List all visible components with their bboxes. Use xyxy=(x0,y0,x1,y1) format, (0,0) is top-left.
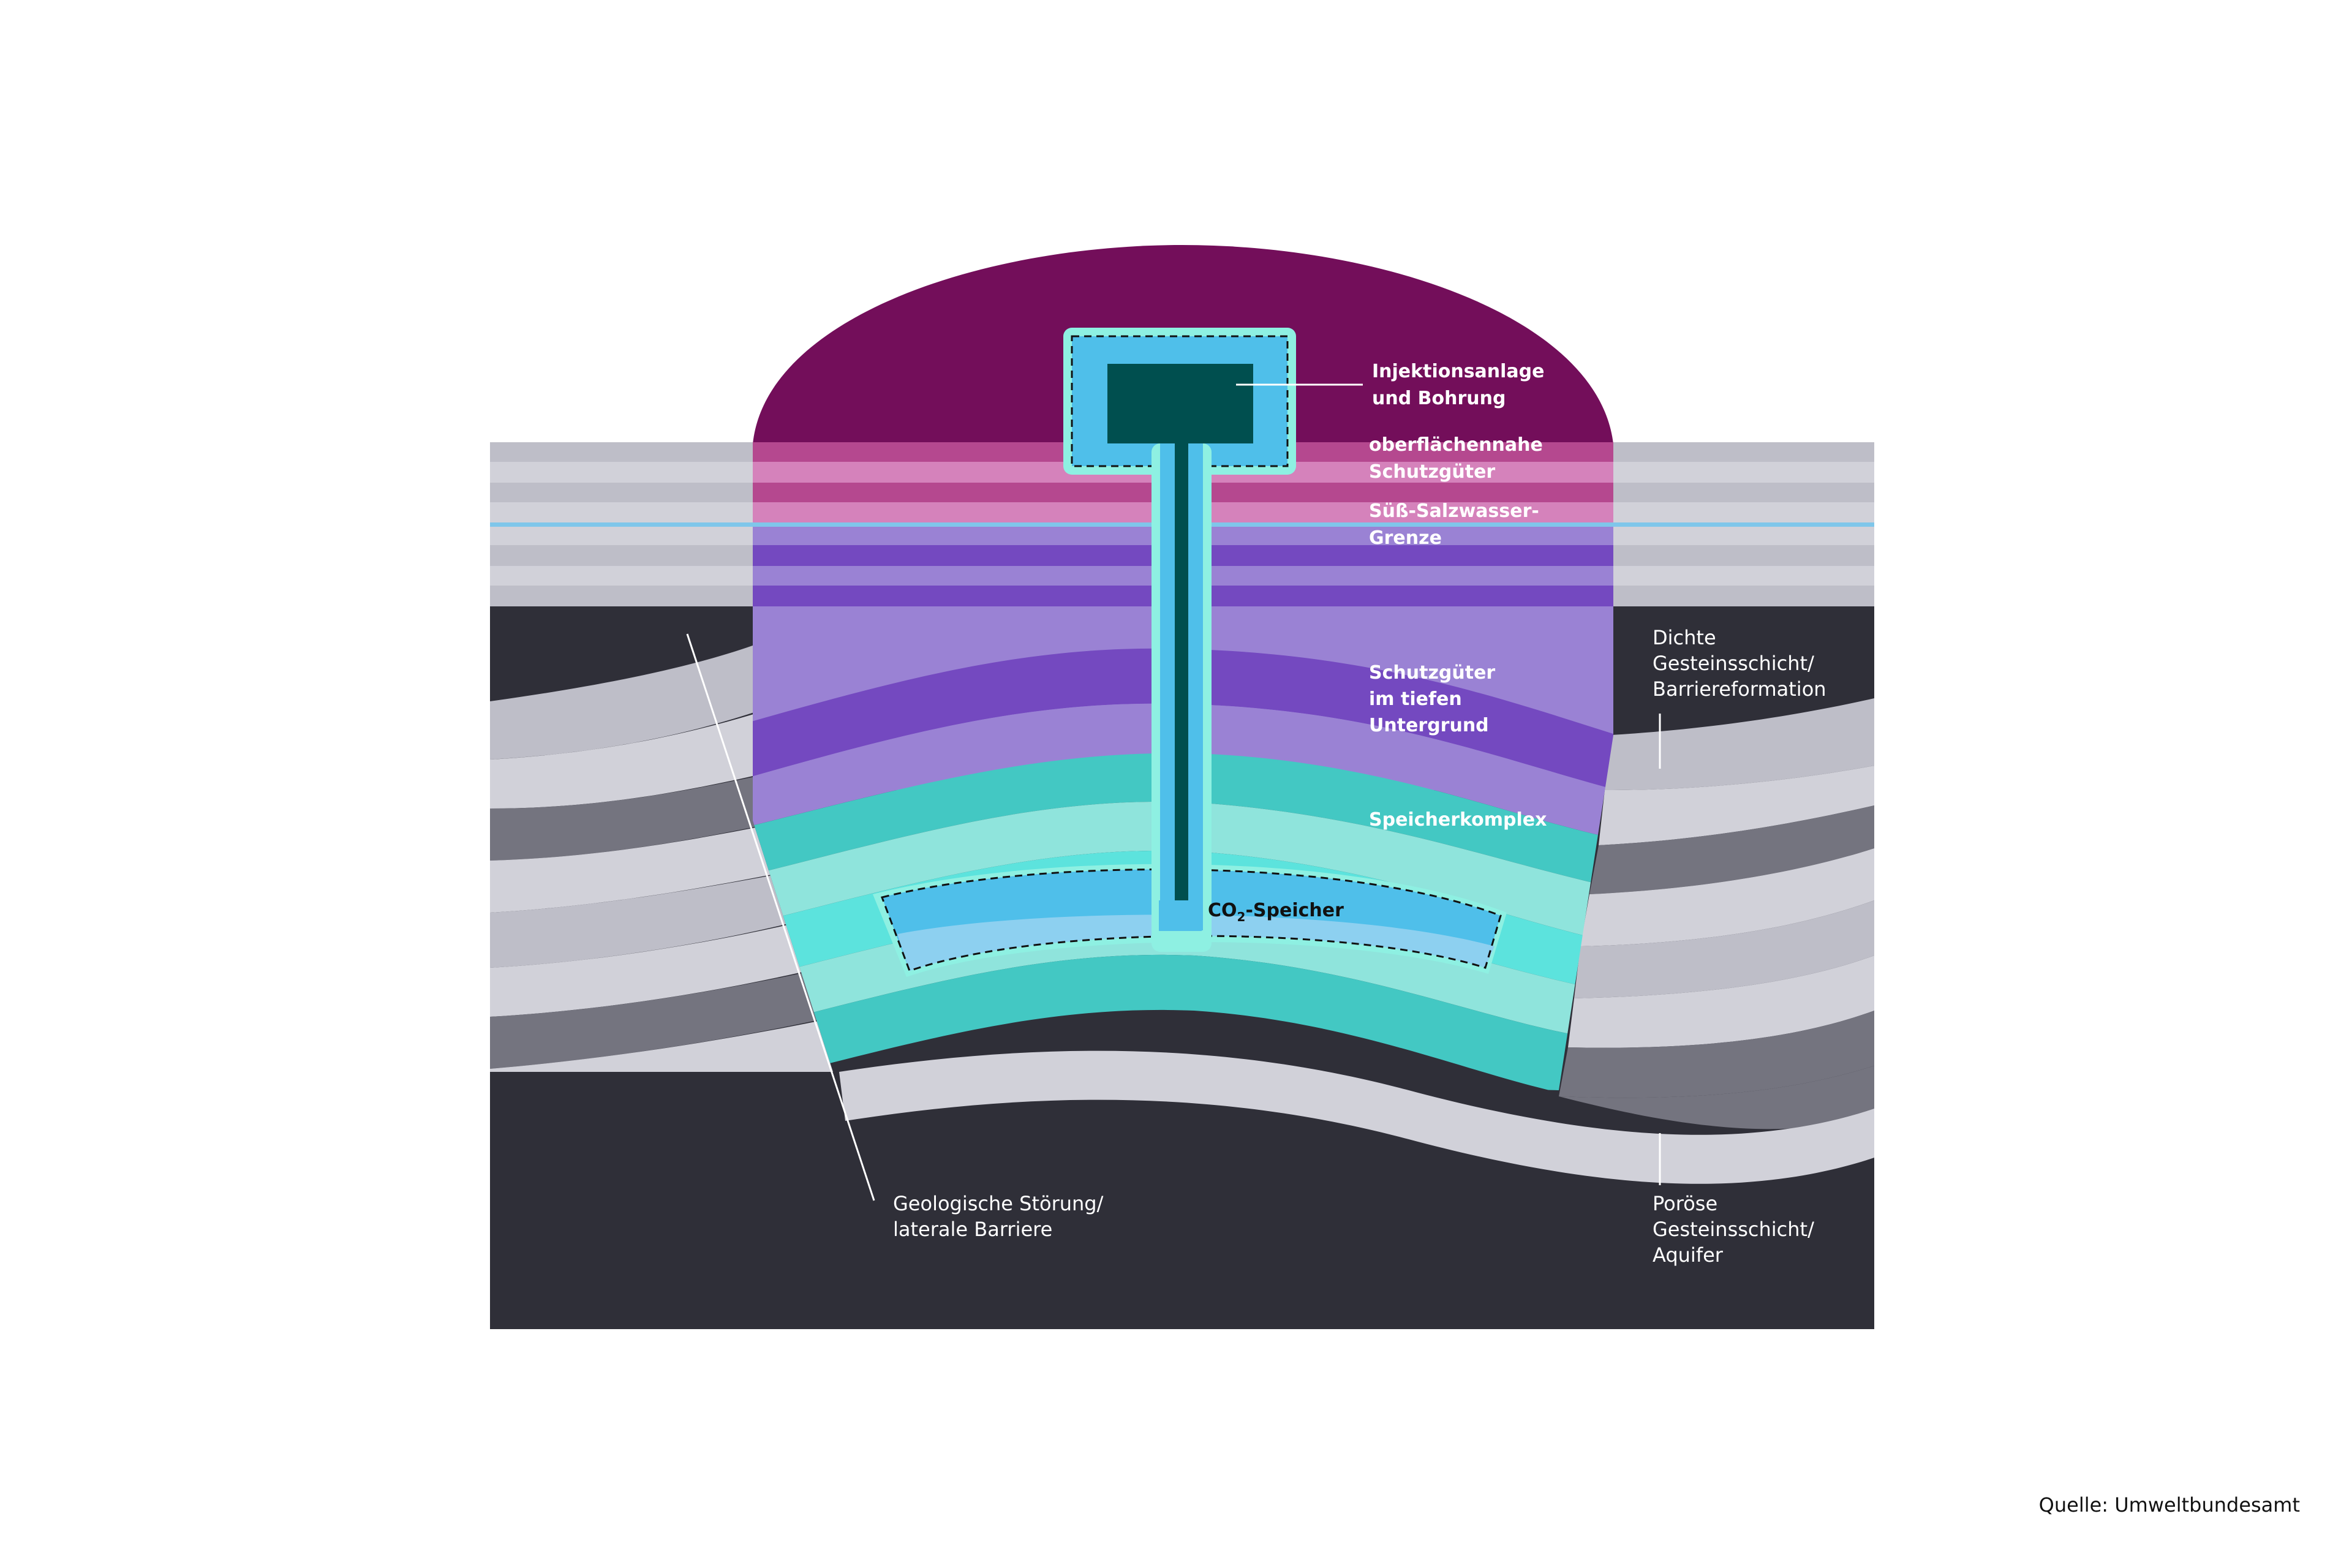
fault-line xyxy=(686,633,875,1201)
label-saltwater-boundary: Süß-Salzwasser- Grenze xyxy=(1369,500,1545,549)
right-strata xyxy=(839,698,1874,1184)
label-geological-fault: Geologische Störung/ laterale Barriere xyxy=(893,1192,1110,1241)
label-injection: Injektionsanlage und Bohrung xyxy=(1372,361,1551,409)
label-aquifer: Poröse Gesteinsschicht/ Aquifer xyxy=(1653,1192,1820,1267)
label-deep-protected-goods: Schutzgüter im tiefen Untergrund xyxy=(1369,662,1502,736)
injection-well xyxy=(1063,328,1296,952)
label-co2-storage: CO2-Speicher xyxy=(1208,900,1344,924)
left-strata xyxy=(490,643,833,1072)
label-storage-complex: Speicherkomplex xyxy=(1369,809,1547,831)
label-barrier-formation: Dichte Gesteinsschicht/ Barriereformatio… xyxy=(1653,626,1826,701)
source-note: Quelle: Umweltbundesamt xyxy=(2039,1493,2300,1517)
label-shallow-protected-goods: oberflächennahe Schutzgüter xyxy=(1369,434,1549,483)
